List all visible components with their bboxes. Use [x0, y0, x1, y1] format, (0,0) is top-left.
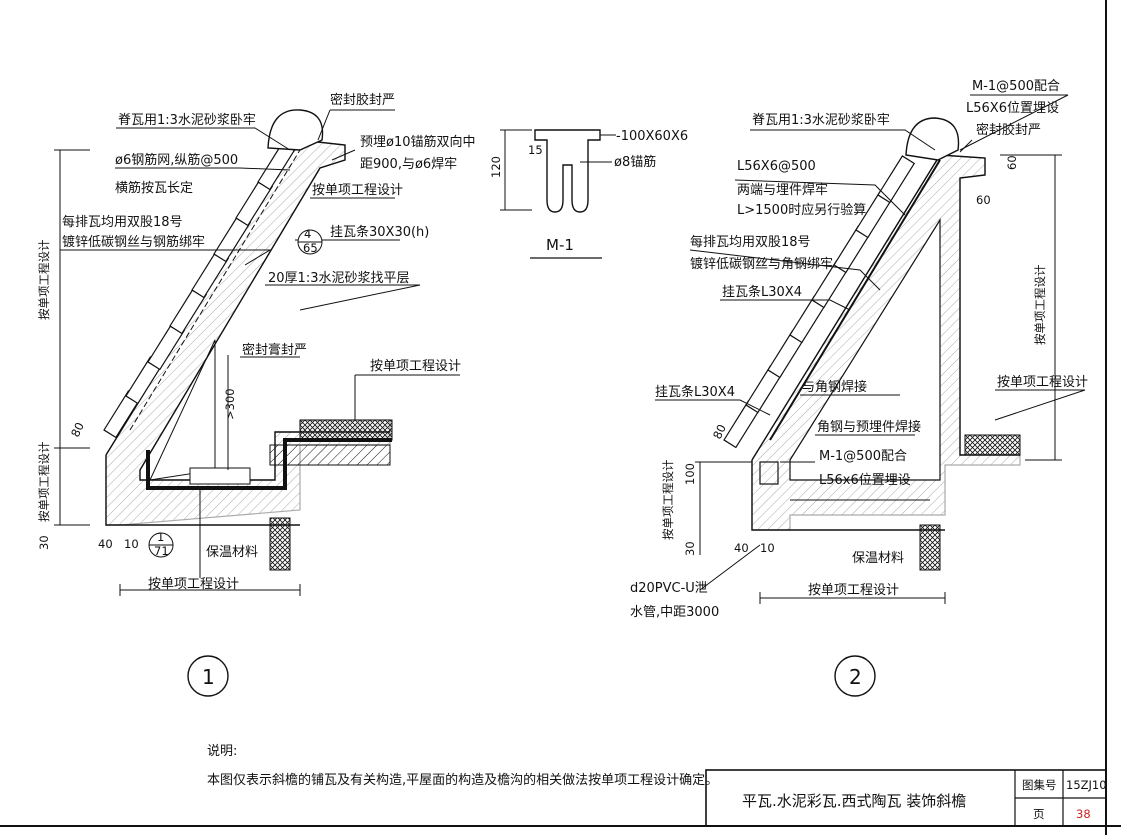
label-ridge-tile-2: 脊瓦用1:3水泥砂浆卧牢 [752, 113, 890, 128]
label-sealant-top-1: 密封胶封严 [330, 92, 395, 108]
m1-detail: -100X60X6 ø8锚筋 120 15 M-1 [489, 129, 688, 259]
m1-dim-120: 120 [489, 156, 503, 178]
label-wire-2-2: 镀锌低碳钢丝与角钢绑牢 [690, 256, 833, 272]
notes-text: 本图仅表示斜檐的铺瓦及有关构造,平屋面的构造及檐沟的相关做法按单项工程设计确定。 [207, 772, 718, 788]
label-right-vertical-2: 按单项工程设计 [1033, 264, 1047, 345]
label-l56-500-2: L56X6@500 [737, 159, 816, 174]
label-left-lower-vertical-1: 按单项工程设计 [37, 441, 51, 522]
label-left-vertical-1: 按单项工程设计 [37, 239, 51, 320]
dim-60b-2: 60 [976, 193, 991, 207]
label-per-project-2: 按单项工程设计 [997, 375, 1088, 390]
label-anchor-2: 距900,与ø6焊牢 [360, 156, 457, 172]
dim-100-2: 100 [683, 463, 697, 485]
label-anchor-1: 预埋ø10锚筋双向中 [360, 134, 476, 150]
label-sealant-ridge-1: 密封膏封严 [242, 342, 307, 358]
label-insulation-1: 保温材料 [206, 545, 258, 560]
label-batten-1-2: 挂瓦条L30X4 [722, 284, 802, 300]
atlas-label: 图集号 [1022, 778, 1057, 792]
label-per-project-1a: 按单项工程设计 [312, 183, 403, 198]
label-ridge-tile-1: 脊瓦用1:3水泥砂浆卧牢 [118, 113, 256, 128]
ref2-bottom-1: 71 [154, 544, 169, 558]
label-m1-bottom-2: M-1@500配合 [819, 449, 907, 464]
label-bottom-dim-2: 按单项工程设计 [808, 583, 899, 598]
m1-plate-label: -100X60X6 [616, 129, 688, 144]
label-per-project-1b: 按单项工程设计 [370, 359, 461, 374]
dim-30-1: 30 [37, 535, 51, 550]
title-block: 平瓦.水泥彩瓦.西式陶瓦 装饰斜檐 图集号 15ZJ10 页 38 [705, 769, 1107, 827]
label-m1-top-2: M-1@500配合 [972, 79, 1060, 94]
page-value: 38 [1076, 807, 1091, 821]
dim-10-2: 10 [760, 541, 775, 555]
label-sealant-2: 密封胶封严 [976, 122, 1041, 138]
label-mesh-2: 横筋按瓦长定 [115, 180, 193, 196]
detail-2-number-circle [834, 655, 876, 697]
label-l56-top-2: L56X6位置埋设 [966, 101, 1059, 116]
detail-2: M-1@500配合 L56X6位置埋设 密封胶封严 脊瓦用1:3水泥砂浆卧牢 L… [630, 79, 1088, 697]
label-wire-1-2: 每排瓦均用双股18号 [690, 234, 811, 250]
detail-2-number: 2 [849, 665, 862, 689]
label-screed-1: 20厚1:3水泥砂浆找平层 [268, 271, 409, 286]
ref-top-1: 4 [304, 227, 311, 241]
detail-1-number: 1 [202, 665, 215, 689]
label-mesh-1: ø6钢筋网,纵筋@500 [115, 152, 238, 168]
detail-1: 脊瓦用1:3水泥砂浆卧牢 密封胶封严 ø6钢筋网,纵筋@500 横筋按瓦长定 预… [37, 92, 476, 697]
atlas-value: 15ZJ10 [1066, 778, 1107, 792]
dim-40-2: 40 [734, 541, 749, 555]
dim-300: >300 [223, 388, 237, 420]
ridge-tile-2 [905, 117, 960, 161]
dim-30-2: 30 [683, 541, 697, 556]
label-left-vertical-2: 按单项工程设计 [661, 459, 675, 540]
dim-60a-2: 60 [1005, 155, 1019, 170]
detail-1-number-circle [187, 655, 229, 697]
tiles-1 [103, 142, 296, 439]
ref2-top-1: 1 [157, 530, 164, 544]
title-block-title: 平瓦.水泥彩瓦.西式陶瓦 装饰斜檐 [742, 792, 966, 810]
ridge-tile-1 [267, 109, 324, 151]
notes-heading: 说明: [207, 744, 237, 759]
ref-bottom-1: 65 [303, 241, 318, 255]
label-batten-1: 挂瓦条30X30(h) [330, 224, 429, 240]
label-weld-embed-2: 角钢与预埋件焊接 [817, 419, 921, 435]
label-insulation-2: 保温材料 [852, 551, 904, 566]
label-wire-2: 镀锌低碳钢丝与钢筋绑牢 [62, 234, 205, 250]
m1-title: M-1 [546, 236, 574, 254]
label-weld-1-2: 两端与埋件焊牢 [737, 182, 828, 198]
label-weld-2-2: L>1500时应另行验算 [737, 202, 866, 218]
page-label: 页 [1033, 807, 1045, 821]
m1-anchor-label: ø8锚筋 [614, 154, 656, 170]
dim-80-2: 80 [710, 422, 729, 441]
label-batten-2-2: 挂瓦条L30X4 [655, 384, 735, 400]
label-drain-1-2: d20PVC-U泄 [630, 581, 708, 596]
label-l56-bottom-2: L56x6位置埋设 [819, 473, 911, 488]
dim-80-1: 80 [68, 420, 87, 439]
label-wire-1: 每排瓦均用双股18号 [62, 214, 183, 230]
label-weld-angle-2: 与角钢焊接 [802, 379, 867, 395]
tiles-2 [723, 155, 916, 449]
dim-10-1: 10 [124, 537, 139, 551]
m1-dim-15: 15 [528, 143, 543, 157]
dim-40-1: 40 [98, 537, 113, 551]
label-drain-2-2: 水管,中距3000 [630, 605, 719, 620]
label-bottom-dim-1: 按单项工程设计 [148, 577, 239, 592]
